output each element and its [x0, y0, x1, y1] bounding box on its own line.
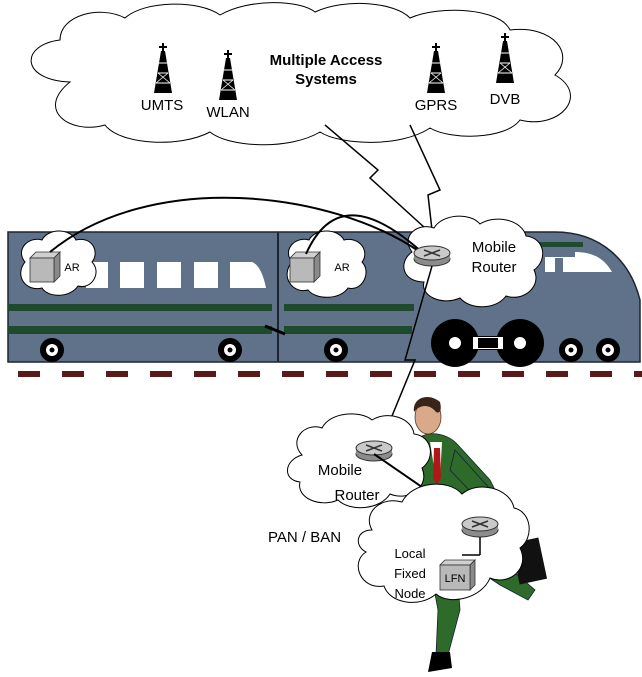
- mobile-router-cloud-train: [403, 215, 544, 308]
- antenna-label-dvb: DVB: [490, 91, 521, 108]
- radio-link: [324, 124, 426, 229]
- rail-tie: [370, 371, 392, 377]
- mobile-router-person-line1: Mobile: [318, 462, 362, 479]
- local-fixed-node-line1: Local: [394, 546, 425, 561]
- wheel-icon: [218, 338, 242, 362]
- access-router-box-icon: [289, 251, 321, 283]
- antenna-label-wlan: WLAN: [206, 104, 249, 121]
- rail-tie: [634, 371, 642, 377]
- drive-wheels: [431, 319, 544, 367]
- radio-link: [377, 265, 433, 451]
- local-network-cloud: [357, 483, 530, 603]
- router-icon: [355, 440, 393, 462]
- lfn-box-icon: [439, 559, 476, 591]
- mobile-router-person-line2: Router: [334, 487, 379, 504]
- cable-left-ar: [49, 196, 421, 253]
- ar-label-left: AR: [64, 262, 79, 274]
- cloud-title-line2: Systems: [295, 71, 357, 88]
- mobile-router-train-line2: Router: [471, 259, 516, 276]
- rail-tie: [326, 371, 348, 377]
- radio-link: [409, 124, 442, 231]
- access-router-box-icon: [29, 251, 61, 283]
- local-fixed-node-line3: Node: [394, 586, 425, 601]
- access-systems-cloud: [30, 2, 571, 146]
- wheel-icon: [596, 338, 620, 362]
- antenna-label-umts: UMTS: [141, 97, 184, 114]
- rail-tie: [194, 371, 216, 377]
- rail-tie: [282, 371, 304, 377]
- rail-tie: [546, 371, 568, 377]
- rail-tie: [238, 371, 260, 377]
- rail-tie: [62, 371, 84, 377]
- rail-tie: [502, 371, 524, 377]
- ar-label-right: AR: [334, 262, 349, 274]
- rail-tie: [590, 371, 612, 377]
- rail-tie: [150, 371, 172, 377]
- pan-ban-label: PAN / BAN: [268, 529, 341, 546]
- rail-track: [18, 371, 642, 377]
- mobile-router-cloud-person: [287, 413, 431, 509]
- router-icon: [461, 516, 499, 538]
- antenna-label-gprs: GPRS: [415, 97, 458, 114]
- cloud-title-line1: Multiple Access: [270, 52, 383, 69]
- wheel-icon: [559, 338, 583, 362]
- rail-tie: [106, 371, 128, 377]
- rail-tie: [414, 371, 436, 377]
- mobile-router-train-line1: Mobile: [472, 239, 516, 256]
- local-fixed-node-line2: Fixed: [394, 566, 426, 581]
- lfn-label: LFN: [445, 573, 466, 585]
- cable-right-ar: [305, 214, 425, 255]
- wheel-icon: [40, 338, 64, 362]
- wheel-icon: [324, 338, 348, 362]
- rail-tie: [18, 371, 40, 377]
- router-icon: [413, 245, 451, 267]
- rail-tie: [458, 371, 480, 377]
